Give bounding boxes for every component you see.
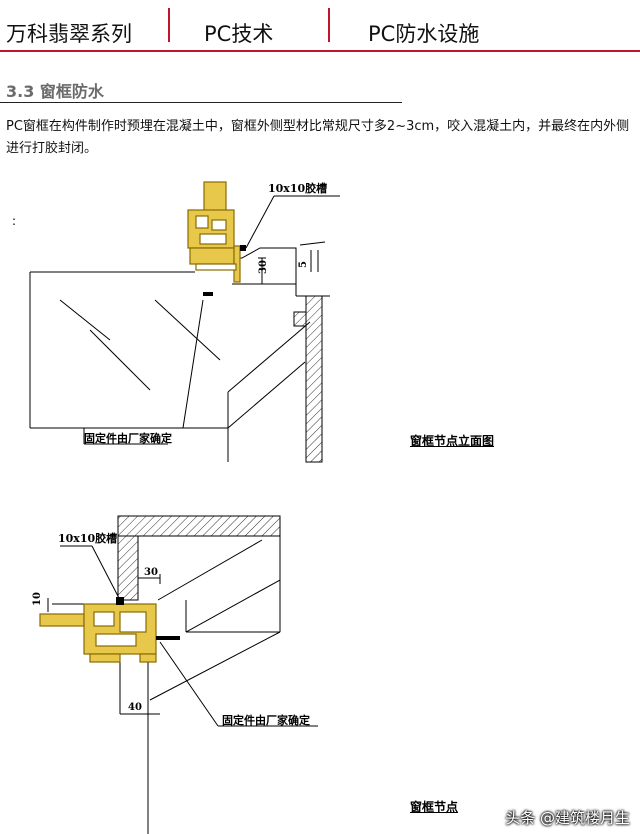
header-separator [168, 8, 170, 42]
drawing1-groove-label: 10x10胶槽 [268, 181, 327, 195]
drawing2-fixing-piece [156, 636, 180, 640]
header-underline [0, 50, 640, 52]
section-title: 3.3 窗框防水 [6, 82, 104, 101]
drawing1-dim-5: 5 [298, 261, 309, 268]
header-tab-pc-waterproof[interactable]: PC防水设施 [368, 22, 480, 46]
drawing2-groove-label: 10x10胶槽 [58, 531, 117, 545]
header-bar: 万科翡翠系列 PC技术 PC防水设施 [0, 0, 640, 56]
section-title-rule [0, 102, 402, 103]
drawing1-elevation [29, 195, 340, 463]
drawing1-dim-30: 30 [258, 260, 269, 274]
header-tab-pc-tech[interactable]: PC技术 [204, 22, 274, 46]
drawing2-dim-30: 30 [144, 567, 158, 578]
drawing2-sealant-groove [116, 597, 124, 605]
header-separator [328, 8, 330, 42]
drawing1-fixing-label: 固定件由厂家确定 [84, 431, 172, 445]
header-tab-series[interactable]: 万科翡翠系列 [6, 22, 132, 46]
drawing2-caption: 窗框节点 [410, 800, 459, 814]
section-paragraph: PC窗框在构件制作时预埋在混凝土中，窗框外侧型材比常规尺寸多2~3cm，咬入混凝… [6, 119, 630, 156]
drawing1-caption: 窗框节点立面图 [410, 434, 495, 448]
drawing2-fixing-label: 固定件由厂家确定 [222, 713, 310, 727]
drawing1-fixing-piece [203, 292, 213, 296]
drawing1-sealant-groove [240, 245, 246, 251]
watermark: 头条 @建筑楼月生 [505, 809, 630, 827]
drawing2-window-frame-profile [39, 603, 157, 663]
colon-mark: : [12, 214, 17, 228]
drawing2-dim-40: 40 [128, 702, 142, 713]
drawing2-dim-10: 10 [32, 592, 43, 606]
drawing2-plan [47, 515, 318, 834]
drawing1-window-frame-profile [187, 181, 241, 283]
